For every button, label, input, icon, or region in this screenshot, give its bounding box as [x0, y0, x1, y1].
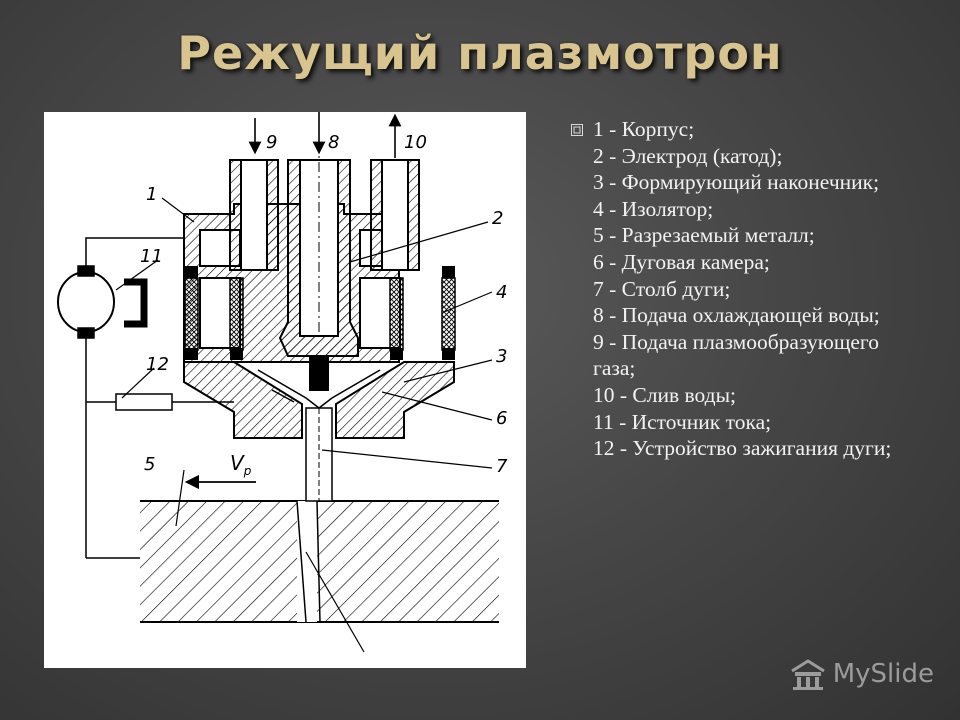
label-3: 3: [496, 346, 507, 367]
label-6: 6: [496, 408, 507, 429]
legend-item: 8 - Подача охлаждающей воды;: [593, 303, 880, 328]
label-4: 4: [496, 282, 507, 303]
label-2: 2: [492, 208, 503, 229]
slide-title: Режущий плазмотрон: [177, 26, 783, 80]
myslide-logo-icon: [790, 659, 825, 690]
label-11: 11: [140, 246, 163, 267]
gas-inlet-pipe: [229, 159, 279, 271]
seals: [185, 266, 455, 360]
legend-item: 4 - Изолятор;: [593, 196, 714, 221]
plasma-torch-diagram: 9 8 10 1 11 2 4 12 3 6 5 7 Vр: [44, 112, 526, 668]
label-7: 7: [496, 456, 508, 477]
label-1: 1: [146, 184, 157, 205]
water-outlet-pipe: [370, 159, 420, 271]
watermark-brand: MySlide: [832, 659, 934, 689]
arc-column: [305, 407, 333, 502]
leader-lines: [115, 197, 493, 653]
velocity-label: Vр: [230, 451, 252, 478]
square-bullet-icon: [571, 124, 583, 136]
electrode-cathode: [278, 142, 359, 391]
legend-item: 1 - Корпус;: [593, 117, 695, 141]
legend-list: 1 - Корпус; 2 - Электрод (катод); 3 - Фо…: [571, 116, 901, 462]
label-5: 5: [144, 454, 155, 475]
legend-item: 2 - Электрод (катод);: [593, 143, 783, 168]
legend-item: 5 - Разрезаемый металл;: [593, 223, 815, 248]
legend-item: 9 - Подача плазмообразующего газа;: [593, 329, 879, 381]
label-8: 8: [328, 132, 339, 153]
legend-item: 11 - Источник тока;: [593, 409, 772, 434]
label-9: 9: [266, 132, 277, 153]
legend-item: 7 - Столб дуги;: [593, 276, 731, 301]
label-10: 10: [404, 132, 427, 153]
myslide-watermark: MySlide: [789, 654, 934, 694]
legend-panel: 1 - Корпус; 2 - Электрод (катод); 3 - Фо…: [571, 116, 901, 462]
legend-item: 10 - Слив воды;: [593, 382, 737, 407]
callout-labels: 9 8 10 1 11 2 4 12 3 6 5 7 Vр: [140, 132, 508, 478]
electric-circuit: [57, 237, 234, 559]
workpiece-metal: [140, 500, 499, 623]
legend-item: 6 - Дуговая камера;: [593, 249, 770, 274]
legend-item: 12 - Устройство зажигания дуги;: [593, 436, 892, 461]
legend-item: 3 - Формирующий наконечник;: [593, 170, 880, 195]
label-12: 12: [146, 354, 169, 375]
